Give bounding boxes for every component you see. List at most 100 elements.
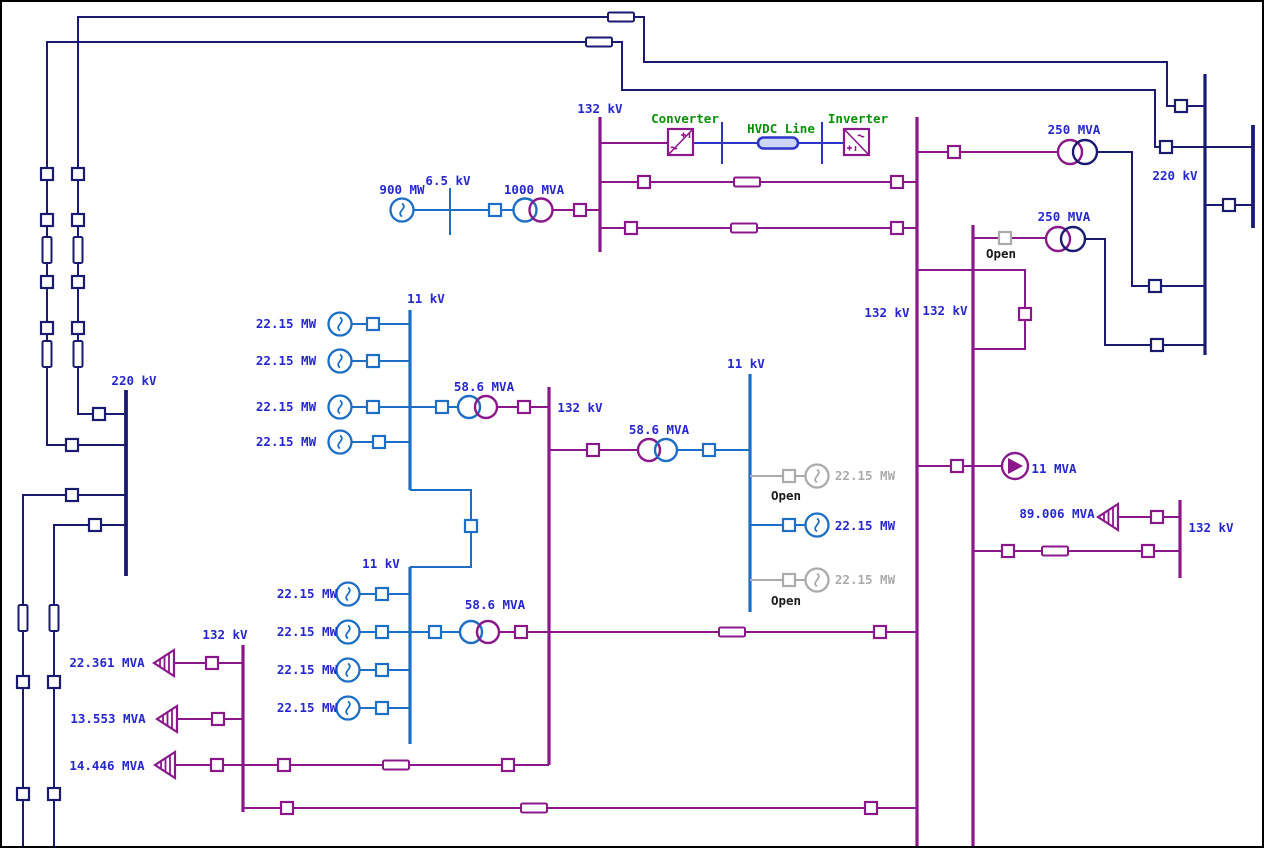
circuit-breaker[interactable] [70, 212, 86, 228]
converter-icon[interactable] [666, 127, 695, 157]
circuit-breaker[interactable] [513, 624, 529, 640]
circuit-breaker[interactable] [636, 174, 652, 190]
circuit-breaker[interactable] [1158, 139, 1174, 155]
circuit-breaker[interactable] [15, 674, 31, 690]
generator-symbol[interactable] [327, 394, 353, 420]
line-segment-symbol[interactable] [382, 759, 410, 771]
circuit-breaker-open[interactable] [781, 572, 797, 588]
generator-symbol[interactable] [335, 581, 361, 607]
circuit-breaker[interactable] [15, 786, 31, 802]
circuit-breaker-open[interactable] [997, 230, 1013, 246]
circuit-breaker[interactable] [279, 800, 295, 816]
transformer-tie-250mva-a[interactable] [1056, 138, 1099, 166]
line-segment-symbol[interactable] [72, 236, 84, 264]
circuit-breaker[interactable] [365, 316, 381, 332]
circuit-breaker[interactable] [374, 662, 390, 678]
load-arrow-icon[interactable] [1096, 502, 1120, 532]
circuit-breaker[interactable] [70, 320, 86, 336]
circuit-breaker[interactable] [70, 274, 86, 290]
circuit-breaker[interactable] [209, 757, 225, 773]
transformer-586mva-east[interactable] [636, 437, 679, 463]
line-segment-symbol[interactable] [733, 176, 761, 188]
circuit-breaker[interactable] [1221, 197, 1237, 213]
line-segment-symbol[interactable] [1041, 545, 1069, 557]
load-arrow-icon[interactable] [152, 648, 176, 678]
circuit-breaker[interactable] [872, 624, 888, 640]
circuit-breaker[interactable] [204, 655, 220, 671]
circuit-breaker[interactable] [1149, 337, 1165, 353]
circuit-breaker[interactable] [39, 212, 55, 228]
circuit-breaker[interactable] [39, 320, 55, 336]
line-segment-symbol[interactable] [48, 604, 60, 632]
circuit-breaker[interactable] [1147, 278, 1163, 294]
circuit-breaker[interactable] [781, 517, 797, 533]
circuit-breaker[interactable] [87, 517, 103, 533]
line-segment-symbol[interactable] [718, 626, 746, 638]
circuit-breaker[interactable] [889, 174, 905, 190]
transformer-tie-250mva-b[interactable] [1044, 225, 1087, 253]
transformer-gsu-1000mva[interactable] [512, 197, 554, 223]
circuit-breaker[interactable] [487, 202, 503, 218]
circuit-breaker[interactable] [46, 786, 62, 802]
line-segment-symbol[interactable] [730, 222, 758, 234]
line-segment-symbol[interactable] [41, 340, 53, 368]
circuit-breaker[interactable] [1140, 543, 1156, 559]
circuit-breaker[interactable] [463, 518, 479, 534]
circuit-breaker[interactable] [701, 442, 717, 458]
circuit-breaker[interactable] [889, 220, 905, 236]
motor-load-icon[interactable] [1000, 451, 1030, 481]
generator-symbol[interactable] [335, 695, 361, 721]
line-segment-symbol[interactable] [520, 802, 548, 814]
circuit-breaker[interactable] [39, 274, 55, 290]
circuit-breaker[interactable] [427, 624, 443, 640]
circuit-breaker[interactable] [64, 487, 80, 503]
circuit-breaker[interactable] [949, 458, 965, 474]
circuit-breaker[interactable] [46, 674, 62, 690]
circuit-breaker[interactable] [500, 757, 516, 773]
circuit-breaker[interactable] [1149, 509, 1165, 525]
circuit-breaker[interactable] [374, 586, 390, 602]
circuit-breaker[interactable] [946, 144, 962, 160]
transformer-586mva-south[interactable] [458, 619, 501, 645]
line-segment-symbol[interactable] [17, 604, 29, 632]
circuit-breaker[interactable] [64, 437, 80, 453]
circuit-breaker[interactable] [365, 399, 381, 415]
circuit-breaker[interactable] [374, 700, 390, 716]
circuit-breaker[interactable] [371, 434, 387, 450]
circuit-breaker[interactable] [91, 406, 107, 422]
circuit-breaker[interactable] [276, 757, 292, 773]
circuit-breaker[interactable] [39, 166, 55, 182]
circuit-breaker[interactable] [70, 166, 86, 182]
generator-symbol[interactable] [327, 429, 353, 455]
circuit-breaker[interactable] [1173, 98, 1189, 114]
circuit-breaker[interactable] [1000, 543, 1016, 559]
line-segment-symbol[interactable] [607, 11, 635, 23]
circuit-breaker[interactable] [572, 202, 588, 218]
circuit-breaker-open[interactable] [781, 468, 797, 484]
hvdc-line-symbol[interactable] [756, 136, 800, 150]
transformer-586mva-north[interactable] [456, 394, 499, 420]
generator-symbol[interactable] [327, 311, 353, 337]
circuit-breaker[interactable] [623, 220, 639, 236]
generator-symbol[interactable] [804, 512, 830, 538]
load-arrow-icon[interactable] [155, 704, 179, 734]
inverter-icon[interactable] [842, 127, 871, 157]
circuit-breaker[interactable] [1017, 306, 1033, 322]
line-segment-symbol[interactable] [41, 236, 53, 264]
circuit-breaker[interactable] [365, 353, 381, 369]
generator-symbol[interactable] [335, 657, 361, 683]
circuit-breaker[interactable] [516, 399, 532, 415]
circuit-breaker[interactable] [585, 442, 601, 458]
generator-symbol[interactable] [327, 348, 353, 374]
circuit-breaker[interactable] [210, 711, 226, 727]
generator-symbol-main[interactable] [389, 197, 415, 223]
circuit-breaker[interactable] [434, 399, 450, 415]
generator-symbol-open[interactable] [804, 567, 830, 593]
load-arrow-icon[interactable] [153, 750, 177, 780]
line-segment-symbol[interactable] [72, 340, 84, 368]
generator-symbol-open[interactable] [804, 463, 830, 489]
line-segment-symbol[interactable] [585, 36, 613, 48]
circuit-breaker[interactable] [374, 624, 390, 640]
generator-symbol[interactable] [335, 619, 361, 645]
circuit-breaker[interactable] [863, 800, 879, 816]
